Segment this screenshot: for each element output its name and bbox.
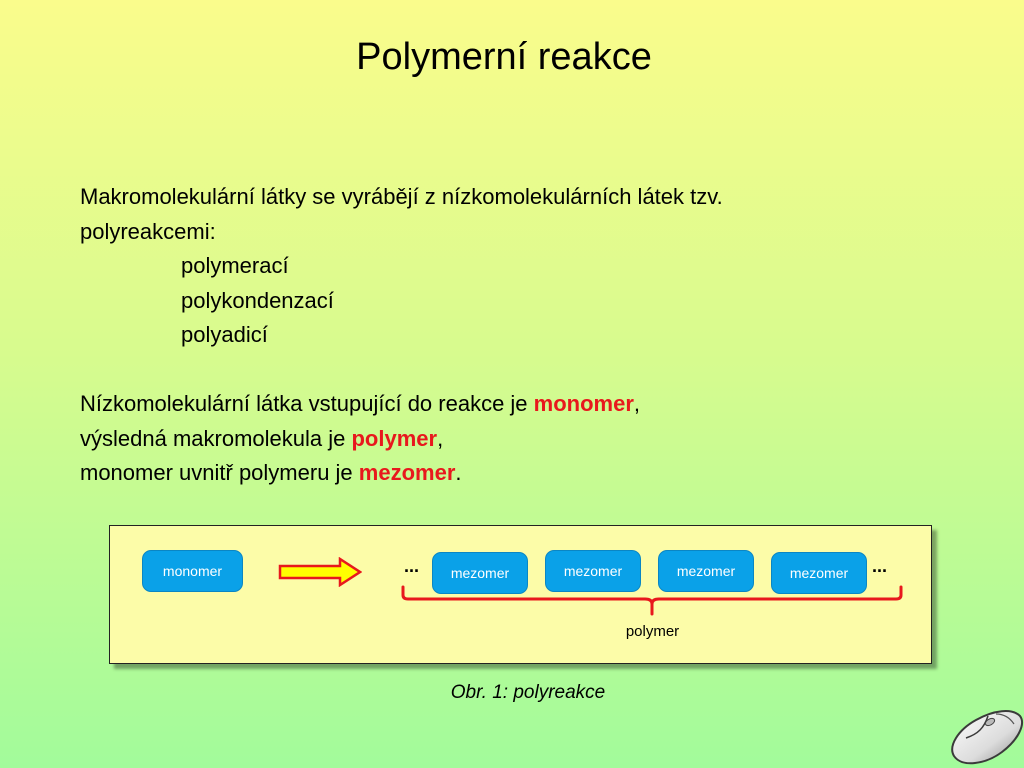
polymer-label: polymer (625, 623, 680, 640)
figure-caption: Obr. 1: polyreakce (450, 682, 606, 703)
term-mezomer: mezomer (358, 460, 456, 485)
reaction-type-polymerization: polymerací (181, 253, 289, 278)
reaction-type-polycondensation: polykondenzací (181, 287, 334, 313)
definition-monomer-punct: , (633, 391, 641, 416)
polymer-brace (401, 585, 903, 616)
term-monomer: monomer (533, 391, 634, 416)
reaction-arrow-icon (278, 557, 362, 587)
slide-body: Makromolekulární látky se vyrábějí z níz… (80, 180, 980, 491)
term-polymer: polymer (351, 425, 438, 451)
polyreaction-diagram: monomer ... mezomer mezomer mezomer mezo… (109, 525, 932, 664)
definition-polymer: výsledná makromolekula je polymer, (80, 422, 980, 457)
definition-mezomer-punct: . (455, 460, 462, 485)
monomer-box: monomer (142, 550, 243, 592)
ellipsis-right: ... (872, 556, 888, 576)
definition-polymer-text: výsledná makromolekula je (80, 425, 352, 451)
mezomer-box-3: mezomer (658, 550, 754, 592)
slide-title: Polymerní reakce (356, 36, 652, 78)
intro-line-1: Makromolekulární látky se vyrábějí z níz… (80, 184, 723, 209)
definition-monomer: Nízkomolekulární látka vstupující do rea… (80, 387, 980, 422)
computer-mouse-icon[interactable] (944, 704, 1024, 768)
mezomer-box-2: mezomer (545, 550, 641, 592)
intro-line-2: polyreakcemi: (80, 218, 216, 244)
reaction-type-polyaddition: polyadicí (181, 322, 268, 347)
definition-mezomer: monomer uvnitř polymeru je mezomer. (80, 456, 980, 491)
definition-mezomer-text: monomer uvnitř polymeru je (80, 460, 359, 485)
definition-monomer-text: Nízkomolekulární látka vstupující do rea… (80, 391, 534, 416)
mezomer-box-4: mezomer (771, 552, 867, 594)
paragraph-gap (80, 353, 980, 388)
definition-polymer-punct: , (437, 425, 444, 451)
mezomer-box-1: mezomer (432, 552, 528, 594)
ellipsis-left: ... (404, 556, 420, 576)
